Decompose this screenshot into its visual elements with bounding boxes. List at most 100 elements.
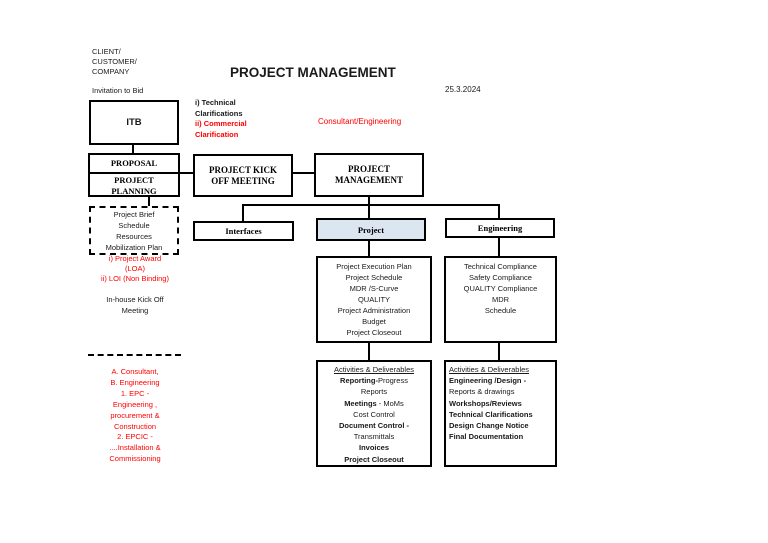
engineering-activities-header: Activities & Deliverables — [449, 365, 530, 374]
project-activities-line: Project Closeout — [318, 454, 430, 465]
project-planning-line: PROJECT — [114, 175, 154, 185]
project-activities-rest: Progress — [377, 376, 408, 386]
project-brief-box: Project Brief Schedule Resources Mobiliz… — [89, 206, 179, 255]
project-activities-rest: Reports — [360, 387, 388, 397]
interfaces-header-label: Interfaces — [225, 226, 262, 236]
client-label: CLIENT/ CUSTOMER/ COMPANY — [92, 47, 137, 77]
engineering-activities-line: Workshops/Reviews — [449, 398, 555, 409]
client-label-line: COMPANY — [92, 67, 130, 76]
proposal-planning-box: PROPOSAL PROJECT PLANNING — [88, 153, 180, 197]
inhouse-kickoff-line: Meeting — [121, 305, 149, 315]
kickoff-meeting-line: OFF MEETING — [211, 175, 275, 186]
engineering-activities-line: Engineering /Design - — [449, 375, 555, 386]
legend-line: 1. EPC - — [120, 388, 150, 398]
project-brief-line: Resources — [116, 231, 152, 241]
connector-drop-engineering — [498, 204, 500, 218]
connector-branch-bar — [242, 204, 500, 206]
clarifications-note-line: i) Technical — [195, 98, 236, 107]
project-scope-line: Project Execution Plan — [336, 262, 412, 271]
project-activities-rest: Cost Control — [353, 409, 395, 419]
engineering-activities-bold: Design Change Notice — [449, 421, 529, 431]
legend-line: 2. EPCIC - — [117, 432, 153, 442]
kickoff-meeting-box: PROJECT KICK OFF MEETING — [193, 154, 293, 197]
project-header-box: Project — [316, 218, 426, 241]
award-note-line: i) Project Award — [108, 254, 162, 263]
engineering-activities-bold: Final Documentation — [449, 432, 524, 442]
engineering-scope-line: Schedule — [484, 306, 517, 315]
engineering-activities-bold: Engineering /Design - — [449, 376, 527, 386]
legend-line: ....Installation & — [109, 443, 161, 453]
connector-engineering-activities — [498, 343, 500, 360]
engineering-activities-bold: Workshops/Reviews — [449, 398, 522, 408]
engineering-activities-rest: Reports & drawings — [449, 387, 515, 397]
page-title: PROJECT MANAGEMENT — [230, 65, 396, 80]
consultant-engineering-note: Consultant/Engineering — [318, 117, 402, 126]
clarifications-note: i) Technical Clarifications ii) Commerci… — [195, 98, 247, 140]
project-management-box: PROJECT MANAGEMENT — [314, 153, 424, 197]
project-planning-line: PLANNING — [111, 185, 157, 196]
engineering-header-label: Engineering — [477, 223, 523, 233]
legend-line: A. Consultant, — [111, 367, 159, 376]
project-activities-bold: Reporting- — [340, 376, 378, 386]
connector-drop-project — [368, 204, 370, 219]
project-scope-line: MDR /S-Curve — [349, 284, 399, 293]
interfaces-header-box: Interfaces — [193, 221, 294, 241]
project-scope-box: Project Execution Plan Project Schedule … — [316, 256, 432, 343]
project-activities-line: Cost Control — [318, 409, 430, 420]
clarifications-note-line: Clarifications — [195, 108, 243, 118]
project-activities-bold: Project Closeout — [344, 454, 404, 464]
engineering-header-box: Engineering — [445, 218, 555, 238]
project-activities-line: Reporting-Progress — [318, 375, 430, 386]
project-management-line: PROJECT — [347, 164, 390, 174]
award-note-line: (LOA) — [124, 264, 145, 273]
legend-line: Engineering , — [112, 399, 158, 409]
inhouse-kickoff-line: In-house Kick Off — [106, 295, 164, 304]
project-activities-rest: Transmittals — [353, 432, 395, 442]
connector-drop-interfaces — [242, 204, 244, 221]
engineering-scope-line: QUALITY Compliance — [463, 284, 538, 293]
engineering-activities-line: Reports & drawings — [449, 386, 555, 397]
engineering-activities-line: Technical Clarifications — [449, 409, 555, 420]
invitation-to-bid-label: Invitation to Bid — [92, 86, 144, 95]
legend-line: Construction — [113, 421, 157, 431]
client-label-line: CUSTOMER/ — [92, 57, 137, 66]
project-scope-line: Project Schedule — [345, 273, 403, 282]
legend-note: A. Consultant, B. Engineering 1. EPC - E… — [85, 367, 185, 465]
legend-separator — [88, 354, 181, 356]
connector-itb-proposal — [132, 145, 134, 153]
project-activities-line: Transmittals — [318, 431, 430, 442]
project-scope-line: QUALITY — [357, 295, 391, 304]
project-brief-line: Schedule — [118, 220, 150, 230]
project-activities-box: Activities & Deliverables Reporting-Prog… — [316, 360, 432, 467]
project-activities-bold: Invoices — [358, 443, 389, 453]
legend-line: B. Engineering — [110, 377, 160, 387]
project-activities-line: Reports — [318, 386, 430, 397]
project-scope-line: Project Closeout — [346, 328, 402, 337]
engineering-scope-line: Safety Compliance — [469, 273, 532, 282]
connector-project-scope — [368, 241, 370, 256]
connector-engineering-scope — [498, 238, 500, 256]
engineering-activities-line: Design Change Notice — [449, 420, 555, 431]
project-brief-line: Project Brief — [113, 209, 155, 219]
itb-box: ITB — [89, 100, 179, 145]
engineering-activities-bold: Technical Clarifications — [449, 409, 533, 419]
client-label-line: CLIENT/ — [92, 47, 121, 56]
project-activities-header: Activities & Deliverables — [333, 365, 415, 374]
legend-line: procurement & — [110, 410, 160, 420]
engineering-scope-line: Technical Compliance — [464, 262, 537, 271]
project-activities-rest: - MoMs — [376, 398, 404, 408]
clarifications-note-line-red: ii) Commercial — [195, 119, 247, 128]
kickoff-meeting-line: PROJECT KICK — [208, 164, 278, 175]
connector-kickoff-pm — [293, 172, 314, 174]
project-scope-line: Project Administration — [337, 306, 411, 315]
project-brief-line: Mobilization Plan — [105, 242, 163, 252]
project-planning-cell: PROJECT PLANNING — [90, 174, 178, 196]
engineering-scope-box: Technical Compliance Safety Compliance Q… — [444, 256, 557, 343]
itb-box-label: ITB — [126, 117, 142, 128]
project-management-line: MANAGEMENT — [335, 175, 403, 185]
engineering-scope-line: MDR — [491, 295, 510, 304]
project-header-label: Project — [357, 224, 385, 235]
engineering-activities-line: Final Documentation — [449, 431, 555, 442]
date-label: 25.3.2024 — [445, 85, 481, 94]
legend-line: Commissioning — [109, 454, 161, 464]
